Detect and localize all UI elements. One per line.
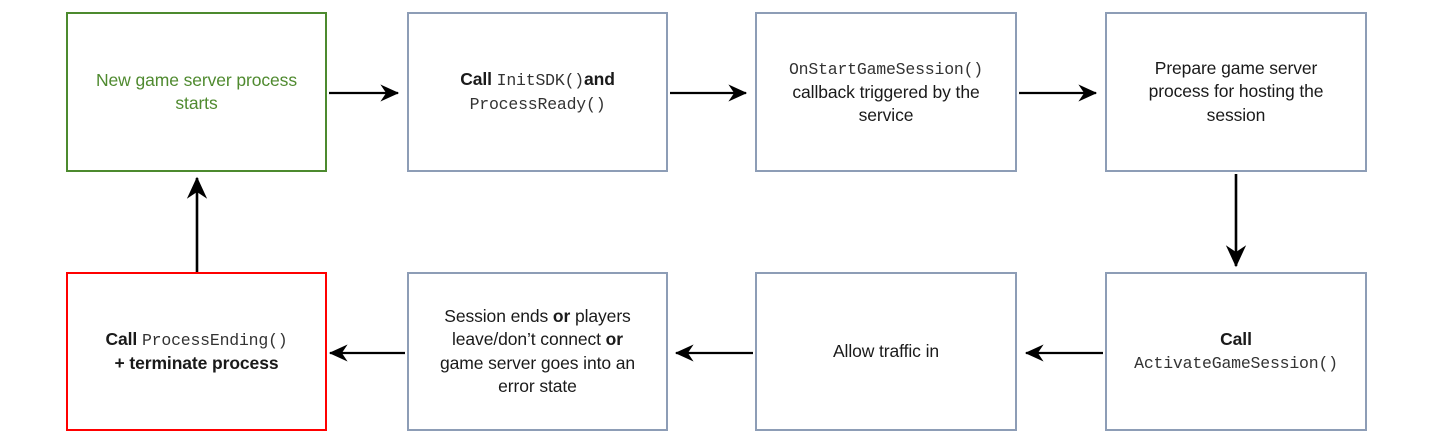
text-segment: and xyxy=(583,69,615,90)
text-segment: Prepare game server xyxy=(1154,58,1318,79)
node-text: Call ProcessEnding()+ terminate process xyxy=(106,328,288,375)
text-segment: Call xyxy=(460,69,497,90)
text-segment: ActivateGameSession() xyxy=(1134,354,1338,374)
node-session-ends-or-error[interactable]: Session ends or players leave/don’t conne… xyxy=(407,272,668,431)
node-text: Allow traffic in xyxy=(833,340,939,363)
text-segment: or xyxy=(552,305,571,326)
text-segment: Allow traffic in xyxy=(832,340,940,361)
text-segment: Call xyxy=(105,328,142,349)
text-segment: ProcessReady() xyxy=(469,95,606,114)
text-segment: or xyxy=(605,329,623,350)
text-segment: callback triggered by the xyxy=(792,81,980,102)
text-segment: players xyxy=(570,305,631,326)
text-segment: ProcessEnding() xyxy=(141,330,288,350)
text-segment: leave/don’t connect xyxy=(452,329,606,350)
text-segment: OnStartGameSession() xyxy=(788,59,984,79)
text-segment: Call xyxy=(1220,328,1252,349)
node-call-processending-terminate[interactable]: Call ProcessEnding()+ terminate process xyxy=(66,272,327,431)
text-segment: error state xyxy=(498,375,577,396)
text-segment: Session ends xyxy=(444,305,553,326)
text-segment: New game server process xyxy=(96,69,297,90)
node-onstartgamesession-callback[interactable]: OnStartGameSession()callback triggered b… xyxy=(755,12,1017,172)
text-segment: process for hosting the xyxy=(1148,81,1324,102)
node-text: New game server process starts xyxy=(96,69,297,116)
text-segment: InitSDK() xyxy=(496,71,585,91)
node-new-game-server-process-starts[interactable]: New game server process starts xyxy=(66,12,327,172)
text-segment: session xyxy=(1206,104,1266,125)
node-text: Session ends or players leave/don’t conne… xyxy=(440,305,635,398)
node-text: OnStartGameSession()callback triggered b… xyxy=(789,57,983,127)
text-segment: starts xyxy=(175,93,218,113)
text-segment: game server goes into an xyxy=(439,352,636,373)
text-segment: service xyxy=(858,104,914,125)
node-allow-traffic-in[interactable]: Allow traffic in xyxy=(755,272,1017,431)
text-segment: + terminate process xyxy=(114,352,279,373)
